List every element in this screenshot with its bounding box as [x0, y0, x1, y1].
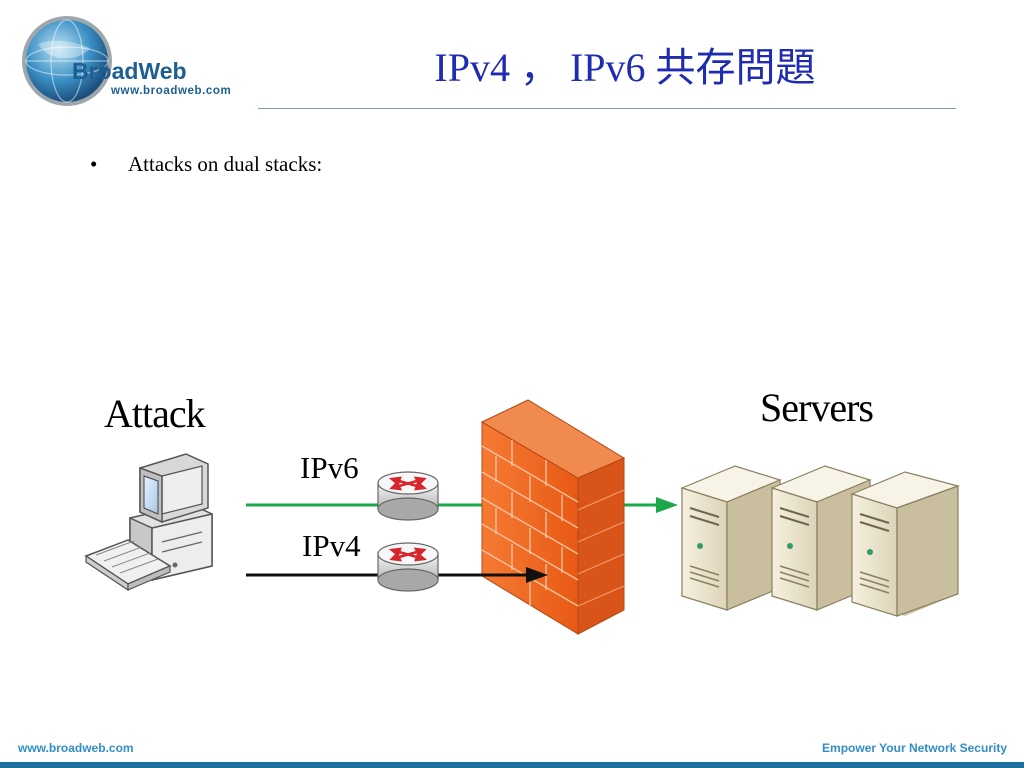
servers-label: Servers: [760, 385, 874, 430]
ipv4-arrowhead-icon: [526, 567, 548, 583]
ipv4-router-icon: [377, 542, 439, 592]
bullet-item: • Attacks on dual stacks:: [90, 152, 322, 177]
logo-name-text: BroadWeb: [72, 58, 187, 84]
ipv6-label: IPv6: [300, 450, 359, 485]
broadweb-logo: BroadWeb www.broadweb.com: [20, 14, 260, 109]
dual-stack-diagram: Attack Servers IPv6 IPv4: [0, 380, 1024, 670]
ipv6-arrowhead-icon: [656, 497, 678, 513]
footer-slogan: Empower Your Network Security: [822, 741, 1007, 755]
server-icon: [850, 471, 961, 617]
bullet-text: Attacks on dual stacks:: [128, 152, 323, 176]
attack-label: Attack: [104, 391, 206, 436]
footer-website: www.broadweb.com: [18, 741, 134, 755]
attacker-computer-icon: [84, 453, 213, 592]
title-divider: [258, 108, 956, 109]
footer-bar: [0, 762, 1024, 768]
ipv4-label: IPv4: [302, 528, 361, 563]
logo-url: www.broadweb.com: [111, 85, 232, 97]
logo-name: BroadWeb: [72, 58, 187, 85]
page-title: IPv4 ， IPv6 共存問題: [434, 45, 816, 90]
firewall-icon: [480, 399, 626, 635]
server-icon: [680, 465, 782, 611]
bullet-marker: •: [90, 152, 98, 176]
ipv6-router-icon: [377, 471, 439, 521]
